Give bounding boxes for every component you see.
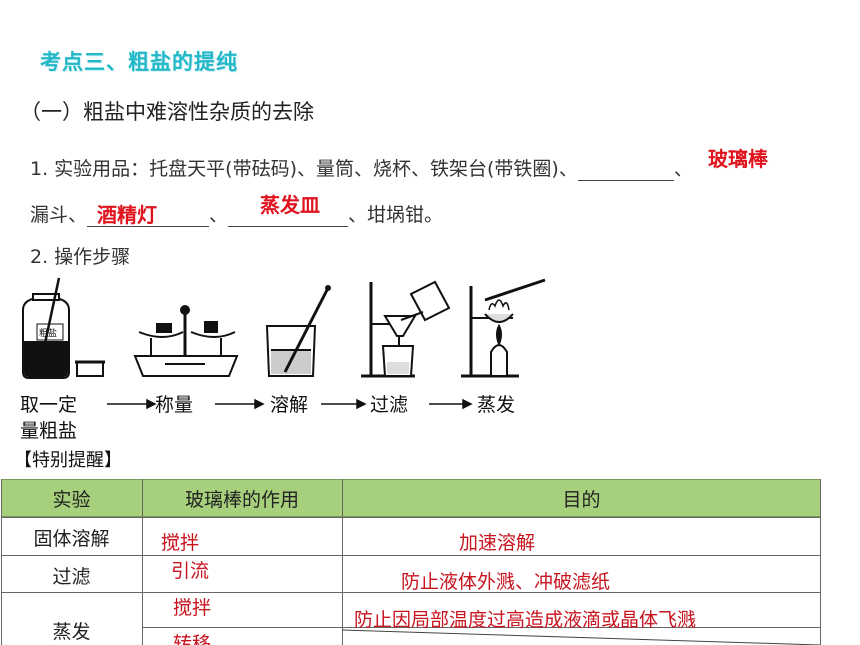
step-4-label: 过滤 bbox=[370, 394, 409, 416]
row3-experiment: 蒸发 bbox=[52, 621, 91, 643]
item1-line2-prefix: 漏斗、 bbox=[30, 204, 88, 226]
row2-experiment: 过滤 bbox=[52, 566, 91, 588]
item1-prefix: 1. 实验用品：托盘天平(带砝码)、量筒、烧杯、铁架台(带铁圈)、 bbox=[30, 158, 578, 180]
filtration-stand-icon bbox=[361, 280, 451, 378]
step-1-label-line2: 量粗盐 bbox=[20, 420, 78, 442]
step-1-label-line1: 取一定 bbox=[20, 394, 78, 416]
item1-comma1: 、 bbox=[673, 158, 693, 180]
blank-1 bbox=[577, 158, 674, 181]
blank-2 bbox=[87, 204, 210, 227]
row2-purpose: 防止液体外溅、冲破滤纸 bbox=[401, 571, 611, 593]
procedure-illustration: 粗盐 取一定 量粗盐 称量 溶解 过滤 蒸发 bbox=[15, 272, 575, 442]
row4-rod-role: 转移 bbox=[173, 633, 212, 645]
item1-line1: 1. 实验用品：托盘天平(带砝码)、量筒、烧杯、铁架台(带铁圈)、 、 bbox=[30, 154, 693, 181]
evaporation-stand-icon bbox=[461, 278, 546, 378]
item1-comma3: 、坩埚钳。 bbox=[348, 204, 444, 226]
beaker-icon bbox=[265, 285, 331, 377]
answer-evaporating-dish: 蒸发皿 bbox=[260, 193, 320, 217]
row1-purpose: 加速溶解 bbox=[459, 532, 536, 554]
row3-purpose: 防止因局部温度过高造成液滴或晶体飞溅 bbox=[354, 609, 697, 631]
row1-rod-role: 搅拌 bbox=[161, 532, 200, 554]
row3-rod-role: 搅拌 bbox=[173, 597, 212, 619]
apparatus-drawing: 粗盐 bbox=[22, 277, 546, 379]
step-2-label: 称量 bbox=[155, 394, 194, 416]
arrow-2-head bbox=[254, 398, 265, 410]
step-3-label: 溶解 bbox=[270, 394, 309, 416]
item1-comma2: 、 bbox=[209, 204, 229, 226]
special-reminder: 【特别提醒】 bbox=[14, 450, 122, 471]
jar-cap-icon bbox=[75, 360, 105, 377]
header-rod-role: 玻璃棒的作用 bbox=[184, 489, 299, 511]
glass-rod-table: 实验 玻璃棒的作用 目的 固体溶解 搅拌 加速溶解 过滤 引流 防止液体外溅、冲… bbox=[1, 479, 821, 645]
arrow-4-head bbox=[462, 398, 473, 410]
item1-line2: 漏斗、 、 、坩埚钳。 bbox=[30, 200, 443, 227]
header-experiment: 实验 bbox=[52, 489, 91, 511]
arrow-1-head bbox=[146, 398, 157, 410]
section-title: （一）粗盐中难溶性杂质的去除 bbox=[20, 100, 314, 124]
step-5-label: 蒸发 bbox=[477, 394, 516, 416]
answer-glass-rod: 玻璃棒 bbox=[708, 147, 768, 171]
topic-heading: 考点三、粗盐的提纯 bbox=[40, 50, 238, 74]
jar-label: 粗盐 bbox=[39, 327, 57, 339]
row2-rod-role: 引流 bbox=[171, 560, 210, 582]
item2-title: 2. 操作步骤 bbox=[30, 246, 131, 268]
salt-jar-icon bbox=[22, 277, 70, 379]
step-arrows bbox=[107, 398, 473, 410]
blank-3 bbox=[228, 204, 349, 227]
arrow-3-head bbox=[356, 398, 367, 410]
answer-alcohol-lamp: 酒精灯 bbox=[97, 203, 157, 227]
header-purpose: 目的 bbox=[562, 489, 601, 511]
diagonal-line bbox=[341, 629, 821, 645]
row1-experiment: 固体溶解 bbox=[33, 528, 110, 550]
balance-icon bbox=[133, 305, 239, 377]
